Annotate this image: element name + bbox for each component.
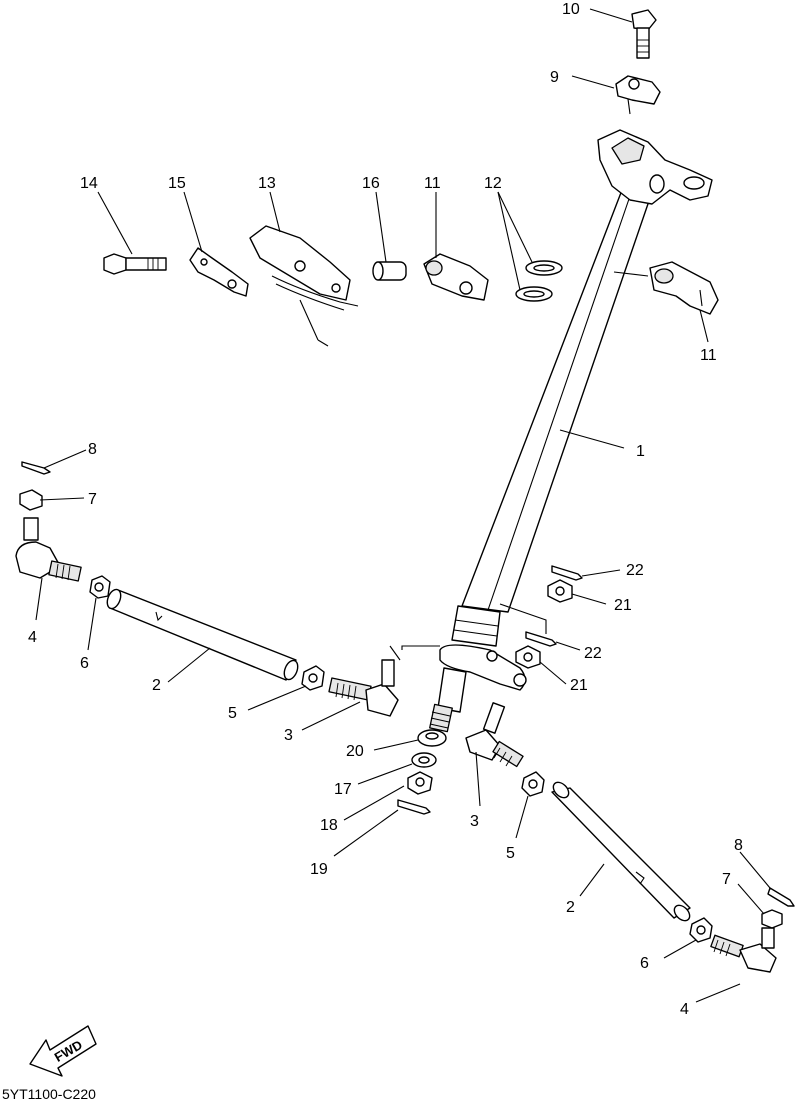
callout-5-right: 5 xyxy=(506,845,515,862)
callout-1: 1 xyxy=(636,443,645,460)
bolt-10-part xyxy=(631,9,657,59)
cotter-pin-22-lower-part xyxy=(525,631,557,647)
callout-15: 15 xyxy=(168,175,186,192)
callout-7-right: 7 xyxy=(722,871,731,888)
tie-rod-end-3-left-part xyxy=(328,645,401,717)
callout-11-right: 11 xyxy=(700,347,717,364)
callout-3-left: 3 xyxy=(284,727,293,744)
tie-rod-2-right-part xyxy=(551,781,691,922)
callout-4-right: 4 xyxy=(680,1001,689,1018)
callout-3-right: 3 xyxy=(470,813,479,830)
cotter-pin-8-right-part xyxy=(767,887,795,907)
clamp-11-upper-part xyxy=(423,253,489,301)
callout-11-upper: 11 xyxy=(424,175,441,192)
nut-6-right-part xyxy=(689,917,713,943)
callout-8-right: 8 xyxy=(734,837,743,854)
washer-17-part xyxy=(411,752,437,768)
bracket-15-part xyxy=(189,247,249,297)
callout-12: 12 xyxy=(484,175,502,192)
callout-4-left: 4 xyxy=(28,629,37,646)
callout-labels: 10 9 14 15 13 16 11 12 11 8 7 1 22 21 22… xyxy=(28,1,743,1018)
clamp-9-part xyxy=(615,75,661,115)
callout-5-left: 5 xyxy=(228,705,237,722)
callout-22-lower: 22 xyxy=(584,645,602,662)
callout-21-upper: 21 xyxy=(614,597,632,614)
clamp-11-right-part xyxy=(649,261,719,315)
callout-13: 13 xyxy=(258,175,276,192)
plate-13-part xyxy=(249,225,359,347)
callout-6-right: 6 xyxy=(640,955,649,972)
collar-16-part xyxy=(372,261,407,281)
callout-14: 14 xyxy=(80,175,98,192)
tie-rod-2-left-part xyxy=(106,588,299,681)
callout-19: 19 xyxy=(310,861,328,878)
washers-12-part xyxy=(515,260,563,302)
nut-21-upper-part xyxy=(547,579,573,603)
tie-rod-end-3-right-part xyxy=(465,702,524,768)
callout-9: 9 xyxy=(550,69,559,86)
nut-7-right-part xyxy=(761,909,783,929)
callout-17: 17 xyxy=(334,781,352,798)
nut-5-left-part xyxy=(301,665,325,691)
callout-2-right: 2 xyxy=(566,899,575,916)
callout-6-left: 6 xyxy=(80,655,89,672)
nut-21-lower-part xyxy=(515,645,541,669)
nut-5-right-part xyxy=(521,771,545,797)
washer-20-part xyxy=(417,729,447,747)
nut-6-left-part xyxy=(89,575,111,599)
cotter-pin-8-left-part xyxy=(21,461,51,475)
nut-7-left-part xyxy=(19,489,43,511)
callout-20: 20 xyxy=(346,743,364,760)
diagram-code: 5YT1100-C220 xyxy=(2,1086,96,1102)
callout-10-top: 10 xyxy=(562,1,580,18)
callout-8-left: 8 xyxy=(88,441,97,458)
callout-16: 16 xyxy=(362,175,380,192)
callout-2-left: 2 xyxy=(152,677,161,694)
cotter-pin-22-upper-part xyxy=(551,565,583,581)
tie-rod-end-4-left-part xyxy=(15,517,82,582)
steering-shaft-part xyxy=(429,129,713,733)
forward-arrow: FWD xyxy=(29,1025,97,1077)
callout-7-left: 7 xyxy=(88,491,97,508)
leader-lines xyxy=(35,8,771,1003)
tie-rod-end-4-right-part xyxy=(710,927,777,973)
cotter-pin-19-part xyxy=(397,799,431,815)
callout-21-lower: 21 xyxy=(570,677,588,694)
callout-18: 18 xyxy=(320,817,338,834)
callout-22-upper: 22 xyxy=(626,562,644,579)
nut-18-part xyxy=(407,771,433,795)
bolt-14-part xyxy=(103,253,167,275)
